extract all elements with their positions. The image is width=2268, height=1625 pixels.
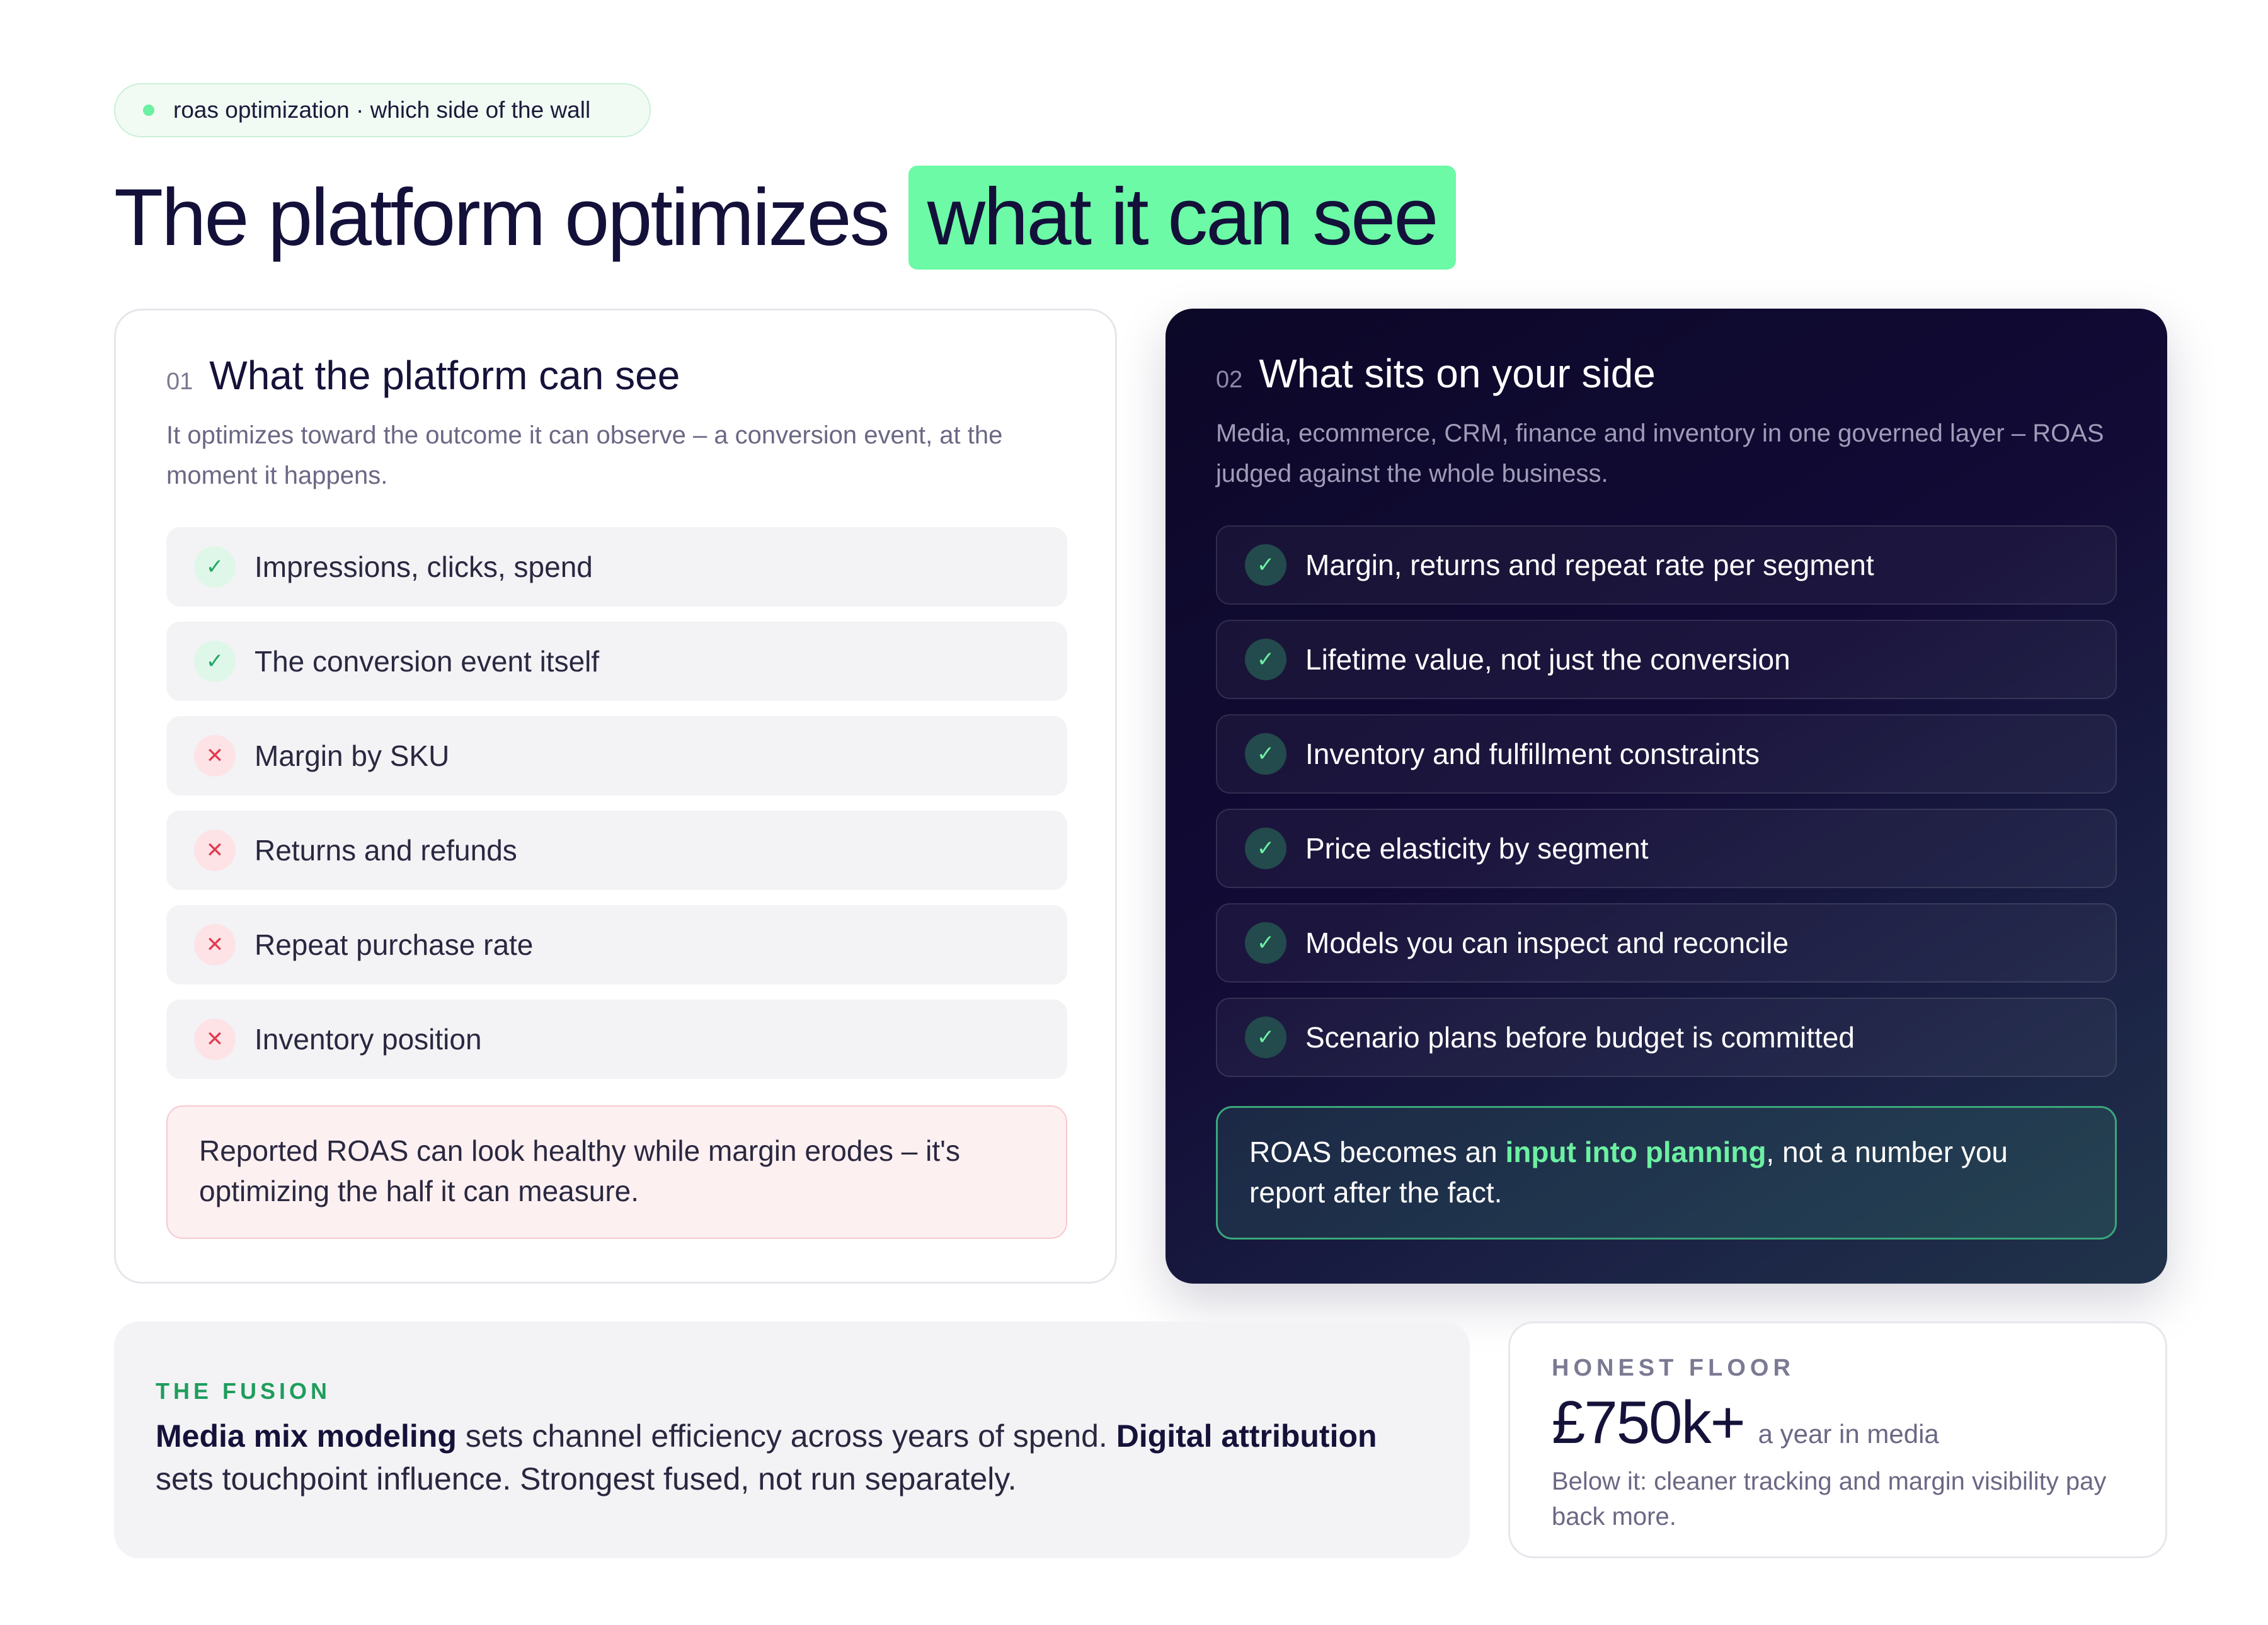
list-item: ✕ Returns and refunds — [166, 811, 1067, 890]
check-icon: ✓ — [1245, 639, 1286, 680]
list-item: ✓ Inventory and fulfillment constraints — [1216, 714, 2117, 794]
fusion-term: Digital attribution — [1116, 1418, 1377, 1454]
platform-visibility-card: 01 What the platform can see It optimize… — [114, 309, 1117, 1284]
headline-highlight: what it can see — [908, 165, 1456, 270]
floor-value-line: £750k+ a year in media — [1552, 1388, 2124, 1457]
floor-value: £750k+ — [1552, 1389, 1746, 1456]
check-icon: ✓ — [194, 641, 236, 682]
check-icon: ✓ — [1245, 1017, 1286, 1058]
note-text: , not a number you report after the fact… — [1249, 1136, 2008, 1209]
list-item-label: Returns and refunds — [255, 834, 517, 867]
check-icon: ✓ — [1245, 733, 1286, 775]
note-emphasis: input into planning — [1505, 1136, 1767, 1168]
fusion-text: sets channel efficiency across years of … — [456, 1418, 1116, 1454]
list-item-label: Models you can inspect and reconcile — [1305, 927, 1789, 959]
list-item: ✓ Price elasticity by segment — [1216, 809, 2117, 888]
list-item: ✓ Lifetime value, not just the conversio… — [1216, 620, 2117, 699]
card-heading: What sits on your side — [1259, 351, 1656, 396]
list-item-label: Lifetime value, not just the conversion — [1305, 643, 1790, 676]
planning-note: ROAS becomes an input into planning, not… — [1216, 1106, 2117, 1240]
fusion-text: sets touchpoint influence. Strongest fus… — [156, 1461, 1017, 1497]
check-icon: ✓ — [1245, 544, 1286, 586]
your-side-card: 02 What sits on your side Media, ecommer… — [1166, 309, 2167, 1284]
honest-floor-panel: HONEST FLOOR £750k+ a year in media Belo… — [1508, 1321, 2167, 1558]
page-title: The platform optimizes what it can see — [114, 165, 1456, 270]
fusion-term: Media mix modeling — [156, 1418, 457, 1454]
list-item: ✓ Margin, returns and repeat rate per se… — [1216, 525, 2117, 605]
list-item-label: Repeat purchase rate — [255, 928, 534, 961]
list-item: ✓ Impressions, clicks, spend — [166, 527, 1067, 607]
eyebrow-label: roas optimization · which side of the wa… — [173, 97, 591, 123]
warning-note: Reported ROAS can look healthy while mar… — [166, 1105, 1067, 1239]
list-item: ✕ Margin by SKU — [166, 716, 1067, 795]
cross-icon: ✕ — [194, 1018, 236, 1060]
list-item: ✓ Scenario plans before budget is commit… — [1216, 998, 2117, 1077]
item-list: ✓ Impressions, clicks, spend ✓ The conve… — [166, 527, 1067, 1094]
list-item-label: Margin by SKU — [255, 739, 450, 772]
status-dot — [143, 105, 154, 116]
check-icon: ✓ — [1245, 828, 1286, 869]
list-item: ✓ Models you can inspect and reconcile — [1216, 903, 2117, 983]
list-item-label: Scenario plans before budget is committe… — [1305, 1021, 1855, 1054]
list-item-label: Impressions, clicks, spend — [255, 550, 593, 583]
list-item-label: Inventory and fulfillment constraints — [1305, 738, 1760, 770]
card-number: 01 — [166, 368, 193, 395]
floor-description: Below it: cleaner tracking and margin vi… — [1552, 1468, 2107, 1531]
card-number: 02 — [1216, 367, 1243, 393]
list-item: ✕ Inventory position — [166, 1000, 1067, 1079]
card-title: 01 What the platform can see — [166, 352, 680, 399]
check-icon: ✓ — [1245, 922, 1286, 964]
floor-kicker: HONEST FLOOR — [1552, 1355, 1795, 1381]
list-item: ✕ Repeat purchase rate — [166, 905, 1067, 984]
headline-lead: The platform optimizes — [114, 172, 890, 263]
note-text: ROAS becomes an — [1249, 1136, 1506, 1168]
cross-icon: ✕ — [194, 924, 236, 966]
list-item-label: Margin, returns and repeat rate per segm… — [1305, 549, 1874, 581]
cross-icon: ✕ — [194, 735, 236, 777]
list-item-label: Inventory position — [255, 1023, 482, 1056]
card-subtitle: It optimizes toward the outcome it can o… — [166, 421, 1003, 489]
floor-unit: a year in media — [1758, 1419, 1939, 1449]
list-item: ✓ The conversion event itself — [166, 622, 1067, 701]
card-heading: What the platform can see — [209, 353, 680, 398]
fusion-body: Media mix modeling sets channel efficien… — [156, 1415, 1428, 1500]
list-item-label: Price elasticity by segment — [1305, 832, 1649, 865]
eyebrow-pill: roas optimization · which side of the wa… — [114, 83, 651, 137]
check-icon: ✓ — [194, 546, 236, 588]
fusion-kicker: THE FUSION — [156, 1378, 331, 1404]
list-item-label: The conversion event itself — [255, 645, 600, 678]
card-title: 02 What sits on your side — [1216, 350, 1656, 397]
card-subtitle: Media, ecommerce, CRM, finance and inven… — [1216, 419, 2104, 488]
fusion-panel: THE FUSION Media mix modeling sets chann… — [114, 1321, 1470, 1558]
cross-icon: ✕ — [194, 830, 236, 871]
item-list: ✓ Margin, returns and repeat rate per se… — [1216, 525, 2117, 1092]
